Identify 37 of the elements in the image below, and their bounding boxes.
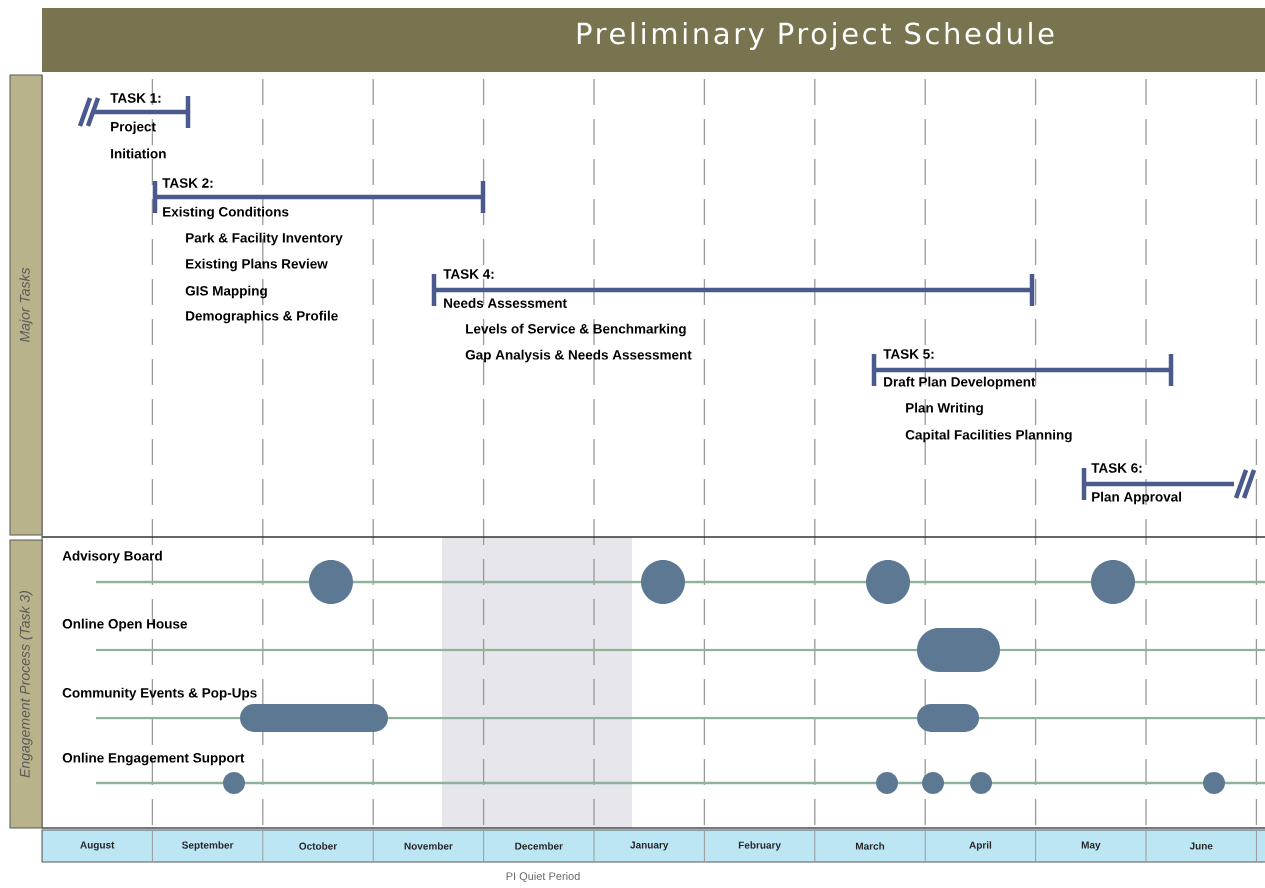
task-label: Existing Plans Review: [186, 258, 328, 272]
month-label: October: [299, 842, 338, 850]
month-label: March: [855, 842, 885, 850]
month-label: December: [515, 842, 563, 850]
task-label: Needs Assessment: [444, 298, 567, 308]
month-label: September: [182, 841, 234, 851]
title: Preliminary Project Schedule: [577, 21, 1054, 51]
month-label: January: [630, 841, 669, 851]
task-label: TASK 2:: [162, 178, 213, 188]
note-label: PI Quiet Period: [506, 872, 580, 882]
task-label: Capital Facilities Planning: [905, 429, 1072, 443]
task-label: Levels of Service & Benchmarking: [466, 323, 686, 337]
task-label: TASK 5:: [883, 349, 934, 359]
section-band: Major Tasks: [9, 74, 43, 536]
month-label: May: [1081, 841, 1101, 851]
row-label: Online Engagement Support: [62, 752, 245, 766]
task-label: Plan Writing: [906, 402, 983, 416]
task-label: TASK 6:: [1091, 463, 1142, 473]
task-label: Plan Approval: [1092, 491, 1181, 505]
task-label: Demographics & Profile: [186, 310, 338, 324]
task-label: GIS Mapping: [185, 285, 267, 299]
task-label: Draft Plan Development: [884, 376, 1036, 390]
month-label: August: [80, 841, 115, 851]
task-label: TASK 4:: [443, 269, 494, 279]
task-label: Gap Analysis & Needs Assessment: [465, 349, 692, 363]
section-band: Engagement Process (Task 3): [9, 539, 43, 829]
row-label: Advisory Board: [62, 550, 162, 564]
month-label: April: [969, 841, 992, 851]
month-label: June: [1189, 842, 1213, 850]
task-label: Park & Facility Inventory: [186, 232, 343, 246]
task-label: Project Initiation: [111, 121, 166, 159]
row-label: Online Open House: [62, 618, 187, 632]
row-label: Community Events & Pop-Ups: [62, 687, 257, 701]
month-label: November: [404, 842, 453, 850]
task-label: Existing Conditions: [163, 206, 289, 220]
task-label: TASK 1:: [110, 93, 161, 103]
month-label: February: [738, 841, 781, 851]
